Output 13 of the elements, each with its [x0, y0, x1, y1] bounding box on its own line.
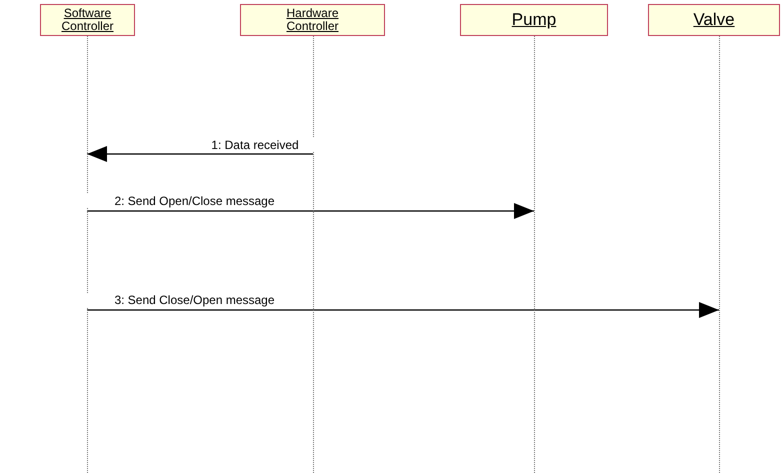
- participant-box: [648, 4, 780, 36]
- lifeline: [534, 36, 535, 473]
- participant-box: [460, 4, 608, 36]
- participant-box: [240, 4, 385, 36]
- participant-name: Software Controller: [60, 7, 115, 33]
- message-arrow: [87, 302, 719, 318]
- message-arrow: [87, 203, 534, 219]
- message-arrow: [87, 146, 313, 162]
- participant-name: Valve: [693, 11, 735, 29]
- participant-box: [40, 4, 135, 36]
- lifeline: [719, 36, 720, 473]
- participant-name: Pump: [512, 11, 556, 29]
- participant-name: Hardware Controller: [285, 7, 340, 33]
